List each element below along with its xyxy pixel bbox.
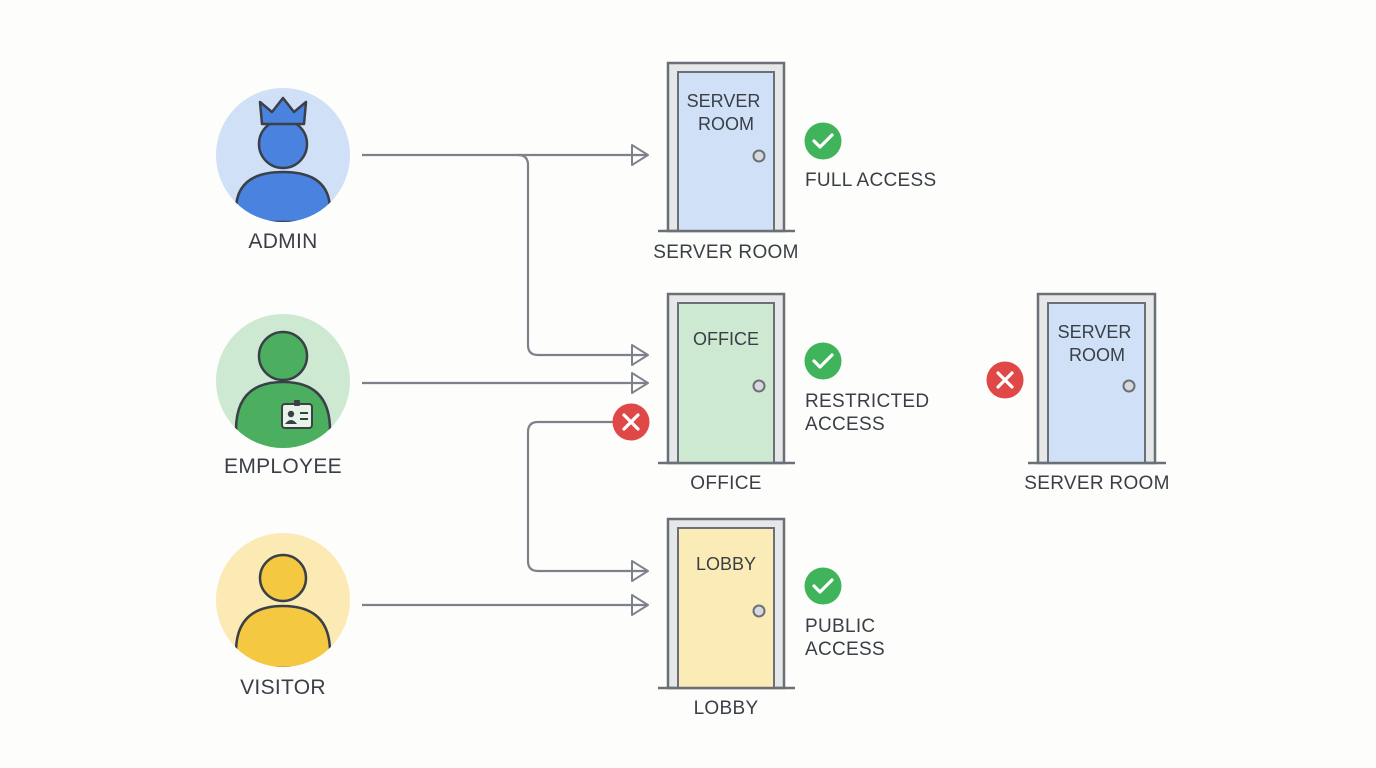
- role-label-visitor: VISITOR: [240, 676, 326, 699]
- role-employee: EMPLOYEE: [216, 314, 350, 478]
- connectors: [362, 144, 649, 616]
- access-label-public: PUBLIC ACCESS: [805, 616, 885, 660]
- door-knob: [752, 379, 766, 393]
- door-caption-server-room: SERVER ROOM: [653, 242, 798, 263]
- visitor-person-icon: [234, 604, 332, 667]
- door-sign-server-room-denied: SERVER ROOM: [1058, 322, 1137, 365]
- door-sign-server-room: SERVER ROOM: [687, 91, 766, 134]
- door-server-room: SERVER ROOM SERVER ROOM: [653, 61, 798, 263]
- admin-person-icon: [234, 170, 332, 222]
- door-sign-office: OFFICE: [693, 329, 759, 349]
- connector-visitor-office-denied: [526, 420, 648, 573]
- door-lobby: LOBBY LOBBY: [658, 517, 795, 719]
- arrowhead: [631, 560, 649, 582]
- arrowhead: [631, 594, 649, 616]
- x-icon: [612, 403, 650, 441]
- access-label-full: FULL ACCESS: [805, 170, 936, 191]
- access-label-restricted: RESTRICTED ACCESS: [805, 391, 935, 435]
- x-icon: [986, 361, 1024, 399]
- role-label-admin: ADMIN: [248, 230, 317, 253]
- role-visitor: VISITOR: [216, 533, 350, 699]
- crown-icon: [258, 96, 308, 126]
- door-caption-office: OFFICE: [690, 473, 761, 494]
- arrowhead: [631, 372, 649, 394]
- check-icon: [804, 567, 842, 605]
- door-server-room-denied: SERVER ROOM SERVER ROOM: [1024, 292, 1169, 494]
- check-icon: [804, 342, 842, 380]
- arrowhead: [631, 344, 649, 366]
- role-label-employee: EMPLOYEE: [224, 455, 342, 478]
- check-icon: [804, 122, 842, 160]
- door-knob: [752, 149, 766, 163]
- door-office: OFFICE OFFICE: [658, 292, 795, 494]
- arrowhead: [631, 144, 649, 166]
- role-admin: ADMIN: [216, 88, 350, 253]
- id-badge-icon: [281, 400, 313, 429]
- door-caption-server-room-denied: SERVER ROOM: [1024, 473, 1169, 494]
- door-knob: [1122, 379, 1136, 393]
- door-caption-lobby: LOBBY: [694, 698, 759, 719]
- door-knob: [752, 604, 766, 618]
- door-sign-lobby: LOBBY: [696, 554, 756, 574]
- connector-admin-office: [517, 153, 648, 357]
